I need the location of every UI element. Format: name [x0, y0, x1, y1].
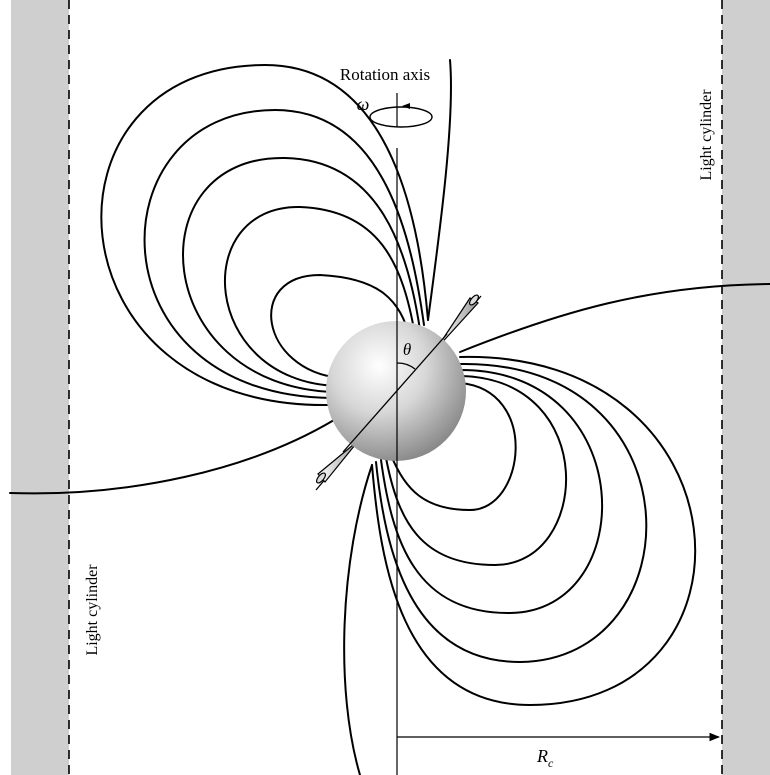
magnetic-axis-over-star	[342, 333, 448, 453]
rc-label: Rc	[536, 746, 554, 770]
field-line	[390, 382, 517, 512]
field-lines-lower-right	[343, 355, 697, 775]
light-cylinder-label-left: Light cylinder	[84, 564, 101, 656]
field-line	[375, 362, 648, 664]
rotation-axis-label: Rotation axis	[340, 65, 430, 84]
light-cylinder-region-left	[11, 0, 69, 775]
field-line	[343, 464, 373, 775]
field-line	[224, 205, 416, 387]
field-lines-upper-left	[100, 59, 452, 407]
open-field-line-right	[459, 283, 770, 353]
emission-cone-lower-icon	[315, 439, 360, 484]
field-line	[385, 375, 568, 567]
omega-label: ω	[357, 94, 370, 114]
light-cylinder-region-right	[722, 0, 770, 775]
field-line	[182, 156, 421, 393]
field-line	[143, 108, 425, 399]
field-line	[380, 369, 604, 615]
rc-label-subscript: c	[548, 756, 554, 770]
field-line	[371, 355, 697, 707]
rc-label-main: R	[536, 746, 548, 766]
emission-cone-upper-icon	[436, 294, 480, 349]
light-cylinder-label-right: Light cylinder	[698, 89, 715, 181]
open-field-line-left	[9, 419, 335, 495]
rotation-direction-icon	[369, 103, 433, 128]
field-line	[427, 59, 452, 321]
field-line	[100, 63, 429, 407]
theta-angle-arc	[396, 362, 416, 370]
theta-label: θ	[403, 340, 411, 359]
field-line	[270, 273, 411, 379]
